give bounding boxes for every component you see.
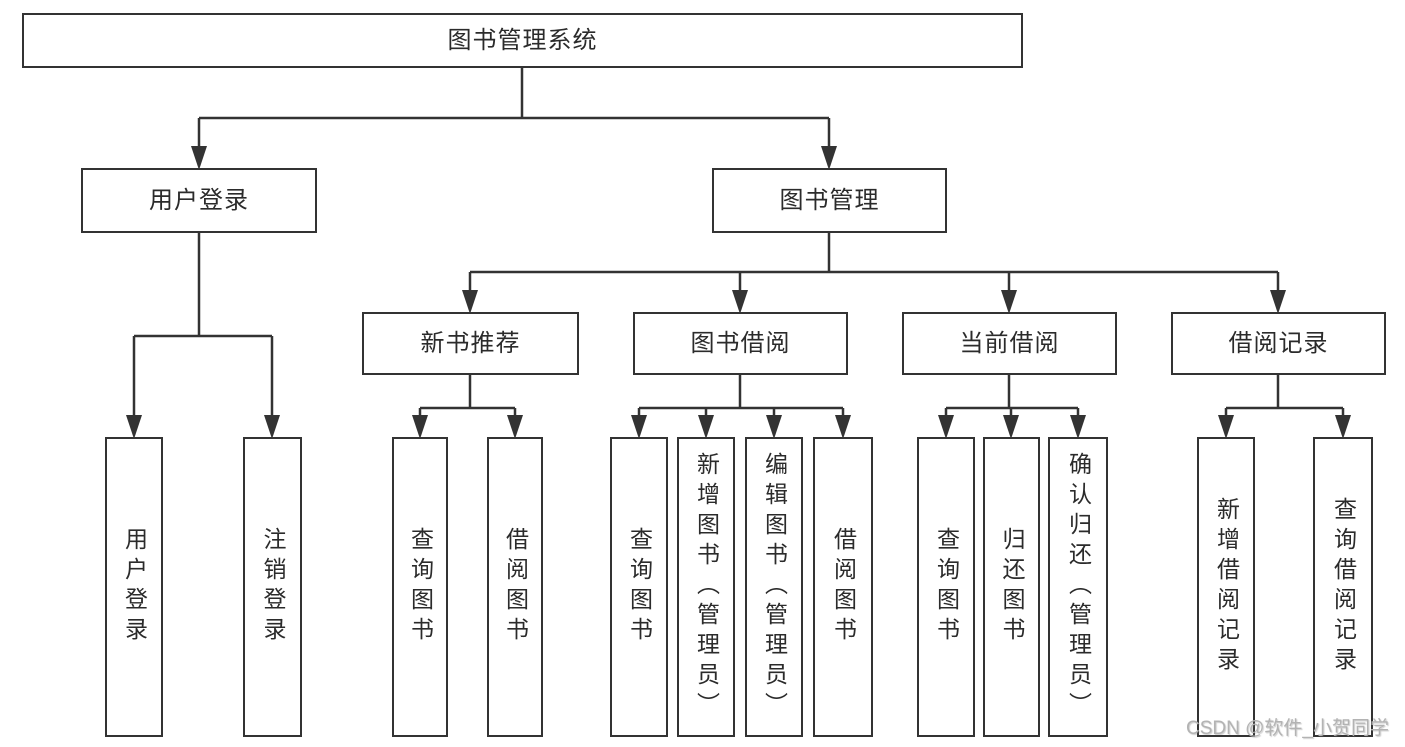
leaf-borrow-books-recommend: 借阅图书 bbox=[487, 437, 543, 737]
node-new-book-recommend: 新书推荐 bbox=[362, 312, 579, 375]
node-book-management: 图书管理 bbox=[712, 168, 947, 233]
leaf-edit-book-admin: 编辑图书（管理员） bbox=[745, 437, 803, 737]
leaf-return-book: 归还图书 bbox=[983, 437, 1040, 737]
node-borrow-records: 借阅记录 bbox=[1171, 312, 1386, 375]
leaf-add-borrow-record: 新增借阅记录 bbox=[1197, 437, 1255, 737]
leaf-query-books-recommend: 查询图书 bbox=[392, 437, 448, 737]
leaf-confirm-return-admin: 确认归还（管理员） bbox=[1048, 437, 1108, 737]
leaf-query-books-current: 查询图书 bbox=[917, 437, 975, 737]
leaf-add-book-admin: 新增图书（管理员） bbox=[677, 437, 735, 737]
leaf-user-login: 用户登录 bbox=[105, 437, 163, 737]
leaf-borrow-books: 借阅图书 bbox=[813, 437, 873, 737]
node-current-borrow: 当前借阅 bbox=[902, 312, 1117, 375]
node-book-borrow: 图书借阅 bbox=[633, 312, 848, 375]
csdn-watermark: CSDN @软件_小贺同学 bbox=[1186, 718, 1389, 739]
arrowheads bbox=[126, 146, 1351, 439]
leaf-logout: 注销登录 bbox=[243, 437, 302, 737]
node-root-system: 图书管理系统 bbox=[22, 13, 1023, 68]
node-user-login: 用户登录 bbox=[81, 168, 317, 233]
leaf-query-books-borrow: 查询图书 bbox=[610, 437, 668, 737]
leaf-query-borrow-record: 查询借阅记录 bbox=[1313, 437, 1373, 737]
